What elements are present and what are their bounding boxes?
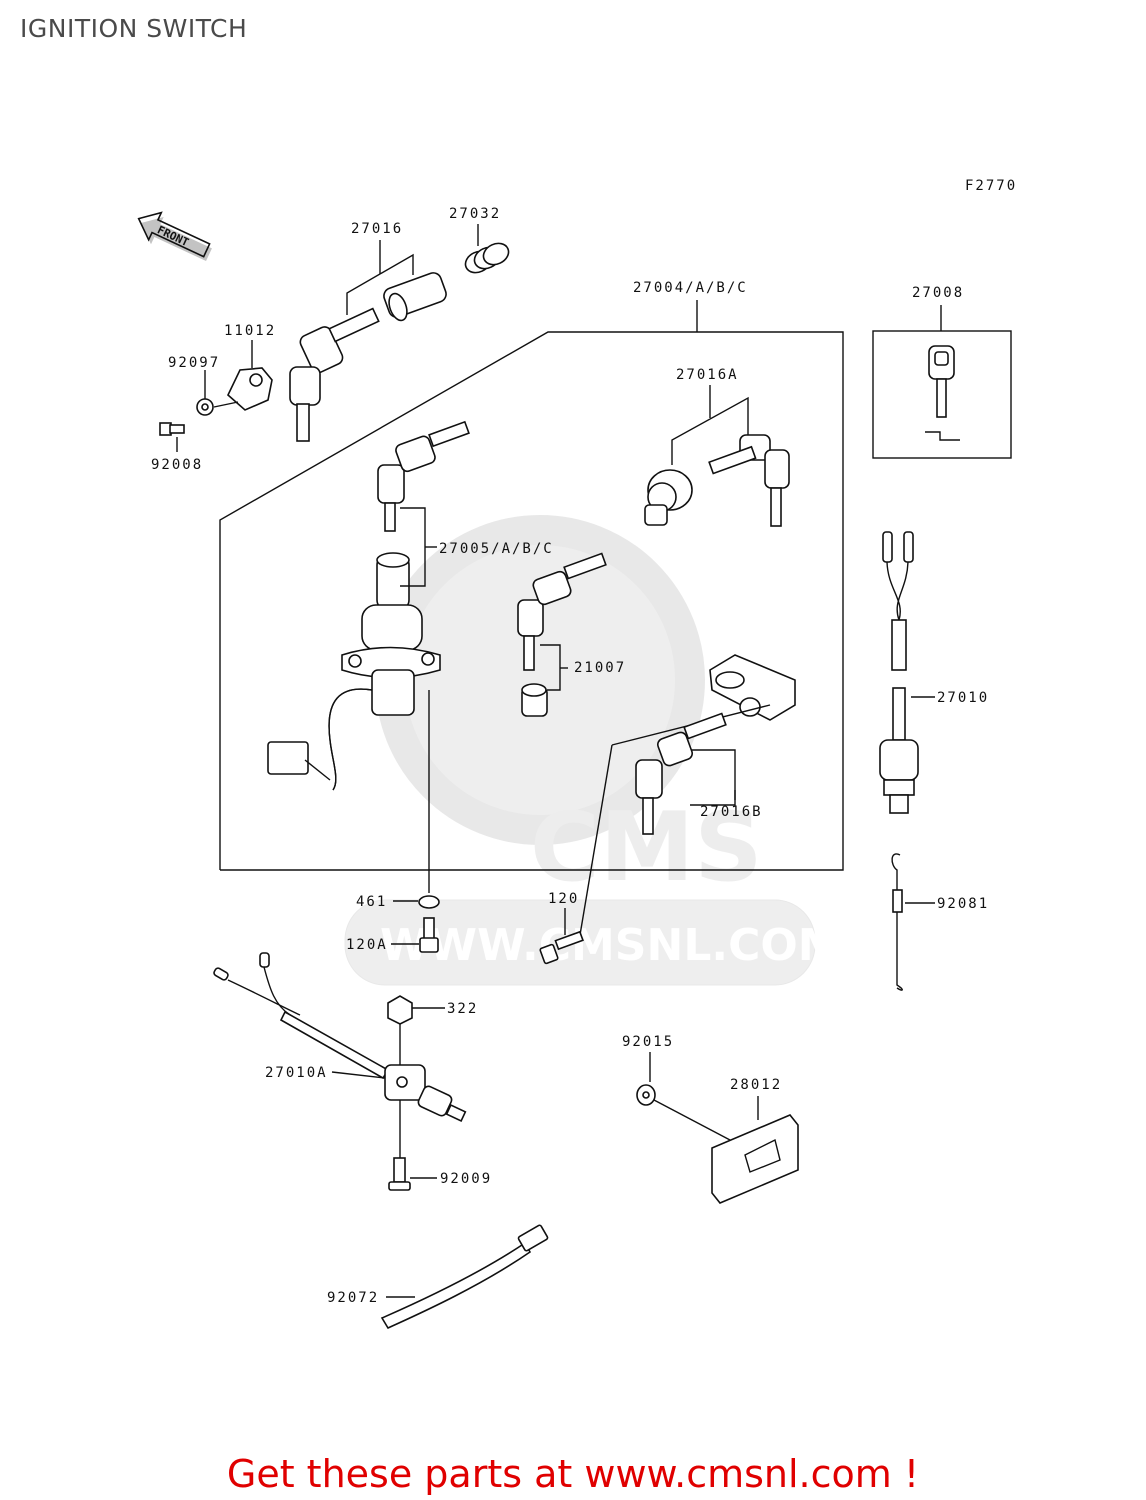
label-27008: 27008 <box>912 285 964 301</box>
label-27016: 27016 <box>351 221 403 237</box>
key-blank-box-27008 <box>872 305 1012 459</box>
page-title: IGNITION SWITCH <box>20 14 248 43</box>
hardware-461-120 <box>391 690 584 965</box>
watermark: CMS WWW.CMSNL.COM <box>344 515 842 986</box>
label-28012 <box>636 1052 799 1204</box>
cover-11012 <box>159 340 273 452</box>
label-27016B: 27016B <box>700 804 763 820</box>
label-11012: 11012 <box>224 323 276 339</box>
figure-code: F2770 <box>965 178 1017 194</box>
label-322: 322 <box>447 1001 478 1017</box>
label-27010: 27010 <box>937 690 989 706</box>
label-92072: 92072 <box>327 1290 379 1306</box>
label-120: 120 <box>548 891 579 907</box>
label-27005: 27005/A/B/C <box>439 541 554 557</box>
label-92015: 92015 <box>622 1034 674 1050</box>
spring-92081 <box>891 853 935 991</box>
cable-tie-92072 <box>380 1224 549 1330</box>
key-21007 <box>517 552 607 717</box>
label-120A: 120A <box>346 937 388 953</box>
label-27016A: 27016A <box>676 367 739 383</box>
label-21007: 21007 <box>574 660 626 676</box>
parts-diagram: CMS WWW.CMSNL.COM F2770 FRONT <box>137 178 1017 1330</box>
label-27032: 27032 <box>449 206 501 222</box>
label-92008: 92008 <box>151 457 203 473</box>
front-arrow: FRONT <box>137 211 212 262</box>
label-28012: 28012 <box>730 1077 782 1093</box>
label-92081: 92081 <box>937 896 989 912</box>
watermark-url: WWW.CMSNL.COM <box>380 920 842 971</box>
switch-27010A <box>213 952 467 1191</box>
label-27004: 27004/A/B/C <box>633 280 748 296</box>
label-92097: 92097 <box>168 355 220 371</box>
switch-27010 <box>879 531 935 814</box>
key-set-27016 <box>289 240 447 442</box>
label-27010A: 27010A <box>265 1065 328 1081</box>
ignition-switch-27005 <box>267 420 470 791</box>
spring-27032 <box>464 224 510 274</box>
label-461: 461 <box>356 894 387 910</box>
label-92009: 92009 <box>440 1171 492 1187</box>
lock-set-27016A <box>644 385 790 527</box>
footer-link[interactable]: Get these parts at www.cmsnl.com ! <box>226 1452 920 1496</box>
lock-set-27016B <box>579 654 796 936</box>
assembly-frame-27004 <box>219 300 844 871</box>
